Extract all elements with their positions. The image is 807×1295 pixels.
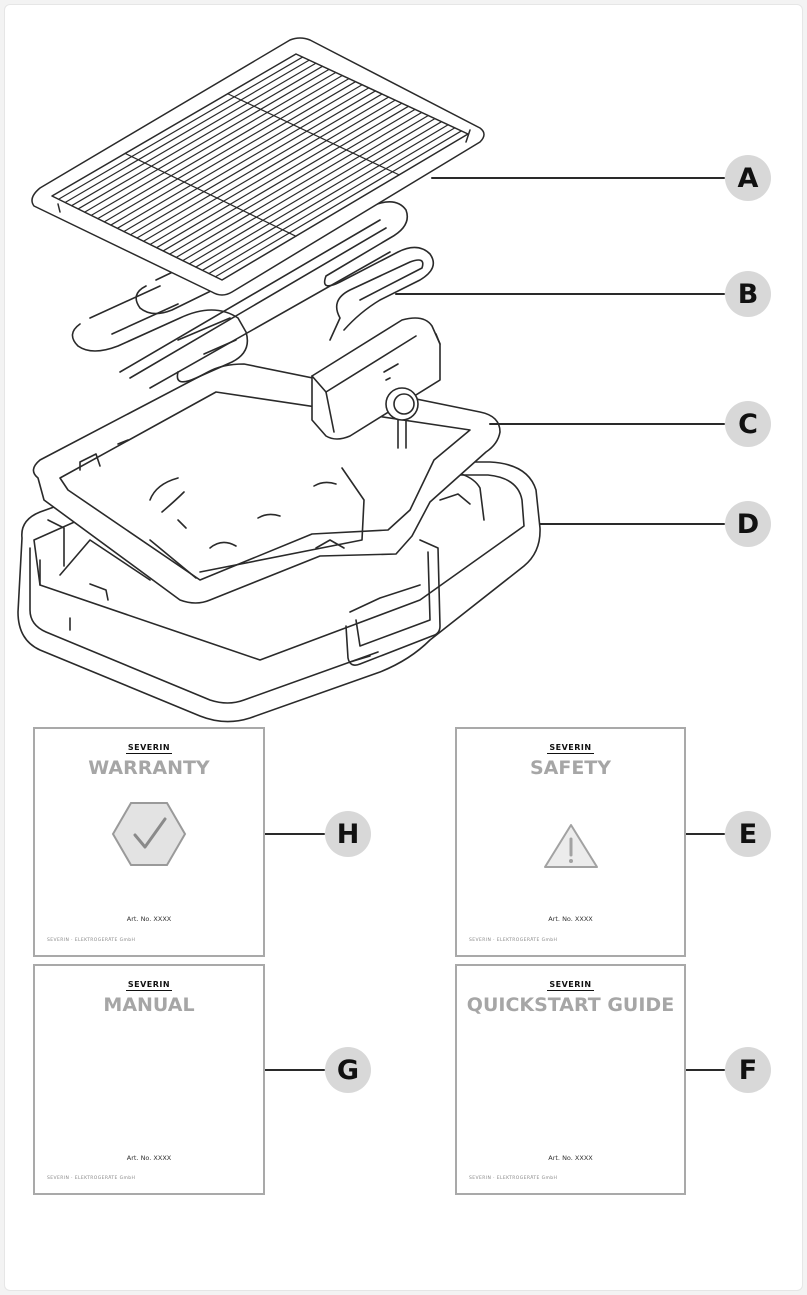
callout-f-letter: F	[738, 1054, 758, 1086]
severin-logo: SEVERIN	[547, 743, 594, 754]
rack-support	[227, 93, 400, 176]
rack-wire	[182, 114, 429, 262]
callout-h: H	[325, 811, 371, 857]
rack-wire	[77, 65, 324, 210]
callout-a: A	[725, 155, 771, 201]
manual-art-no: Art. No. XXXX	[126, 1154, 172, 1162]
callout-g: G	[325, 1047, 371, 1093]
callout-h-letter: H	[336, 818, 360, 850]
rack-wire	[208, 127, 456, 275]
quickstart-art-no: Art. No. XXXX	[548, 1154, 593, 1162]
rack-wire	[64, 59, 310, 204]
rack-support	[124, 152, 297, 237]
rack-wire	[201, 124, 449, 271]
safety-footer: SEVERIN · ELEKTROGERÄTE GmbH	[469, 938, 558, 943]
rack-wire	[123, 87, 370, 233]
rack-wire	[71, 62, 317, 207]
safety-card: SEVERIN SAFETY Art. No. XXXX SEVERIN · E…	[455, 727, 686, 957]
warranty-card: SEVERIN WARRANTY Art. No. XXXX SEVERIN ·…	[33, 727, 265, 957]
rack-wire	[162, 105, 410, 252]
rack-wire	[110, 81, 357, 226]
warranty-art-no: Art. No. XXXX	[126, 915, 172, 923]
callout-a-letter: A	[737, 162, 759, 194]
rack-wire	[57, 56, 304, 200]
rack-wire	[175, 111, 423, 258]
hexagon-checkmark-icon	[111, 802, 187, 866]
callout-b: B	[725, 271, 771, 317]
callout-c-letter: C	[738, 408, 758, 440]
rack-wire	[129, 90, 376, 236]
callout-g-letter: G	[336, 1054, 360, 1086]
rack-wire	[142, 96, 390, 242]
callout-c: C	[725, 401, 771, 447]
rack-wire	[195, 121, 443, 268]
rack-wire	[169, 108, 416, 255]
callout-f: F	[725, 1047, 771, 1093]
rack-wire	[90, 71, 337, 216]
grill-rack	[31, 37, 485, 296]
callout-d-letter: D	[736, 508, 760, 540]
warranty-footer: SEVERIN · ELEKTROGERÄTE GmbH	[47, 938, 136, 943]
manual-title: MANUAL	[103, 994, 195, 1016]
callout-d: D	[725, 501, 771, 547]
rack-wire	[116, 84, 363, 229]
rack-wire	[214, 130, 462, 278]
manual-footer: SEVERIN · ELEKTROGERÄTE GmbH	[47, 1176, 136, 1181]
severin-logo: SEVERIN	[125, 743, 173, 754]
thermostat-control-box	[311, 317, 441, 449]
rack-wire	[103, 78, 350, 223]
safety-title: SAFETY	[529, 757, 612, 779]
leader-lines	[264, 177, 725, 1071]
quickstart-footer: SEVERIN · ELEKTROGERÄTE GmbH	[469, 1176, 558, 1181]
quickstart-title: QUICKSTART GUIDE	[466, 994, 675, 1016]
severin-logo: SEVERIN	[125, 980, 173, 991]
rack-wire	[149, 99, 396, 246]
rack-wire	[136, 93, 383, 239]
callout-e: E	[725, 811, 771, 857]
callout-b-letter: B	[737, 278, 759, 310]
callout-e-letter: E	[738, 818, 758, 850]
rack-wire	[97, 74, 343, 220]
rack-wire	[156, 102, 403, 249]
manual-card: SEVERIN MANUAL Art. No. XXXX SEVERIN · E…	[33, 964, 265, 1195]
heating-element	[71, 183, 435, 389]
warning-triangle-icon	[543, 824, 598, 868]
severin-logo: SEVERIN	[547, 980, 594, 991]
safety-art-no: Art. No. XXXX	[548, 915, 593, 923]
warranty-title: WARRANTY	[88, 757, 210, 779]
rack-wire	[188, 118, 436, 265]
rack-wire	[84, 68, 330, 213]
quickstart-card: SEVERIN QUICKSTART GUIDE Art. No. XXXX S…	[455, 964, 686, 1195]
